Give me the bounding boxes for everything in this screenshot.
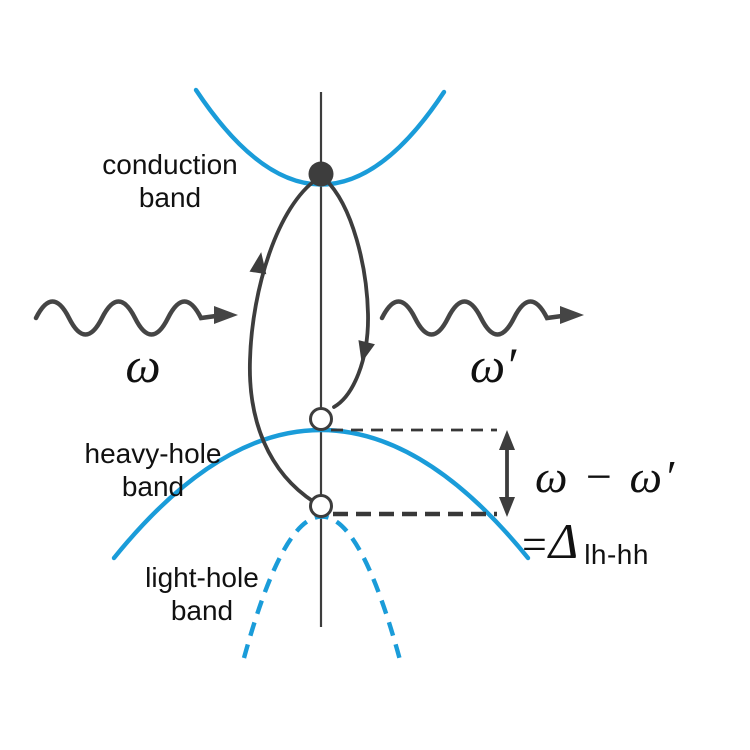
incident-photon-arrowhead-icon — [214, 306, 238, 324]
scattered-photon-label: ω′ — [469, 337, 517, 393]
delta-symbol: Δ — [548, 513, 579, 569]
light-hole-state-circle — [309, 494, 333, 518]
incident-photon-wavy-arrow — [33, 299, 219, 337]
heavy-hole-state-circle — [309, 407, 333, 431]
excitation-arrow — [248, 177, 319, 504]
excitation-arrowhead-icon — [249, 252, 267, 275]
energy-difference-arrow-icon — [499, 430, 515, 517]
delta-subscript: lh-hh — [584, 539, 649, 570]
conduction-band-label: conduction band — [102, 149, 238, 214]
relaxation-arrow — [323, 177, 370, 409]
scattered-photon-wavy-arrow — [379, 299, 565, 337]
delta-equation: = Δ lh-hh — [522, 512, 649, 571]
incident-photon-label: ω — [125, 337, 161, 393]
raman-shift-label: ω − ω′ — [534, 451, 677, 502]
equals-sign: = — [522, 520, 547, 569]
electron-state-dot — [308, 161, 334, 187]
heavy-hole-band-label: heavy-hole band — [84, 438, 222, 503]
relaxation-arrowhead-icon — [358, 340, 375, 363]
scattered-photon-arrowhead-icon — [560, 306, 584, 324]
light-hole-band-label: light-hole band — [145, 562, 259, 627]
